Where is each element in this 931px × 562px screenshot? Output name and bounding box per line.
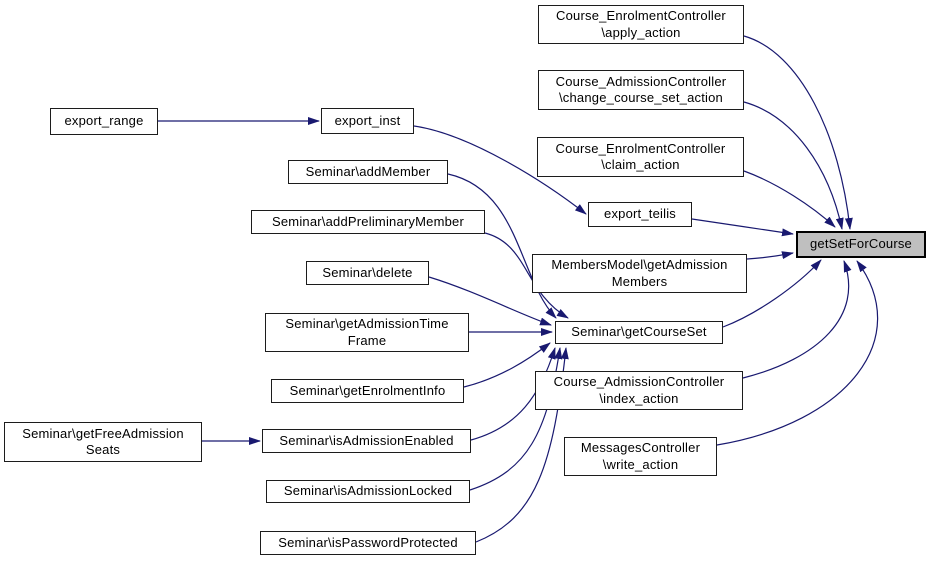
edge-group [158, 35, 879, 543]
edge-course-admissioncontroller-index-action-to-getsetforcourse [742, 260, 852, 379]
node-export-teilis[interactable]: export_teilis [588, 202, 692, 227]
node-course-admissioncontroller-index-action[interactable]: Course_AdmissionController \index_action [535, 371, 743, 410]
edge-course-admissioncontroller-change-course-set-action-to-getsetforcourse [743, 101, 844, 230]
node-seminar-getadmissiontimeframe[interactable]: Seminar\getAdmissionTime Frame [265, 313, 469, 352]
node-export-inst[interactable]: export_inst [321, 108, 414, 134]
node-course-enrolmentcontroller-claim-action[interactable]: Course_EnrolmentController \claim_action [537, 137, 744, 177]
edge-export-inst-to-export-teilis [413, 125, 587, 215]
edge-seminar-isadmissionenabled-to-seminar-getcourseset [470, 347, 556, 441]
edge-seminar-addpreliminarymember-to-seminar-getcourseset [484, 232, 569, 319]
node-seminar-isadmissionenabled[interactable]: Seminar\isAdmissionEnabled [262, 429, 471, 453]
node-course-admissioncontroller-change-course-set-action[interactable]: Course_AdmissionController \change_cours… [538, 70, 744, 110]
node-course-enrolmentcontroller-apply-action[interactable]: Course_EnrolmentController \apply_action [538, 5, 744, 44]
edge-messagescontroller-write-action-to-getsetforcourse [716, 260, 879, 446]
node-export-range[interactable]: export_range [50, 108, 158, 135]
edge-membersmodel-getadmissionmembers-to-getsetforcourse [746, 251, 794, 260]
node-seminar-getfreeadmissionseats[interactable]: Seminar\getFreeAdmission Seats [4, 422, 202, 462]
edge-export-teilis-to-getsetforcourse [691, 218, 794, 237]
node-seminar-getenrolmentinfo[interactable]: Seminar\getEnrolmentInfo [271, 379, 464, 403]
node-seminar-getcourseset[interactable]: Seminar\getCourseSet [555, 321, 723, 344]
edge-seminar-getcourseset-to-getsetforcourse [722, 259, 822, 328]
edge-seminar-addmember-to-seminar-getcourseset [447, 173, 557, 319]
node-seminar-delete[interactable]: Seminar\delete [306, 261, 429, 285]
node-seminar-isadmissionlocked[interactable]: Seminar\isAdmissionLocked [266, 480, 470, 503]
node-seminar-addpreliminarymember[interactable]: Seminar\addPreliminaryMember [251, 210, 485, 234]
edge-course-enrolmentcontroller-apply-action-to-getsetforcourse [743, 35, 853, 230]
node-membersmodel-getadmissionmembers[interactable]: MembersModel\getAdmission Members [532, 254, 747, 293]
node-messagescontroller-write-action[interactable]: MessagesController \write_action [564, 437, 717, 476]
node-getsetforcourse[interactable]: getSetForCourse [796, 231, 926, 258]
edge-seminar-delete-to-seminar-getcourseset [428, 276, 552, 326]
edge-course-enrolmentcontroller-claim-action-to-getsetforcourse [743, 170, 836, 228]
edge-seminar-getenrolmentinfo-to-seminar-getcourseset [463, 342, 551, 388]
node-seminar-ispasswordprotected[interactable]: Seminar\isPasswordProtected [260, 531, 476, 555]
edge-seminar-isadmissionlocked-to-seminar-getcourseset [469, 347, 563, 491]
node-seminar-addmember[interactable]: Seminar\addMember [288, 160, 448, 184]
